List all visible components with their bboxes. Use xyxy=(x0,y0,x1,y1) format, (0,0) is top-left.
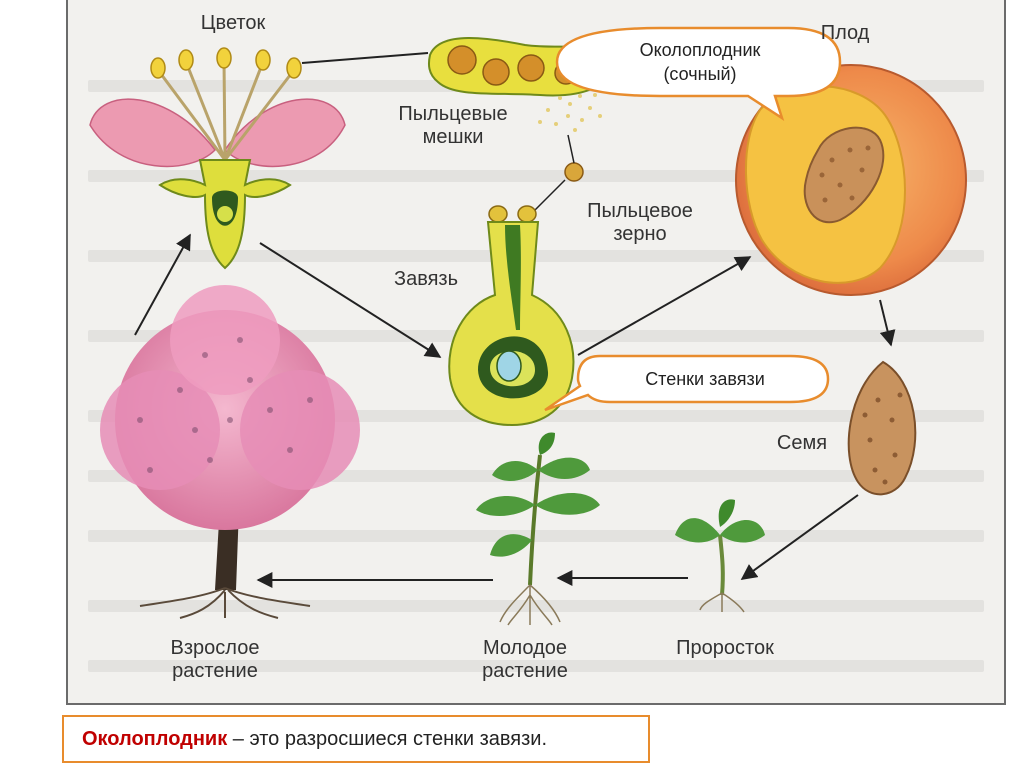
ovary-illustration xyxy=(448,205,575,427)
label-ovary: Завязь xyxy=(393,268,459,290)
callout-ovary-walls-text: Стенки завязи xyxy=(645,369,765,389)
pollen-grain-dot xyxy=(564,162,584,182)
arrow-ovary-to-fruit xyxy=(577,256,752,356)
label-adult-plant: Взрослое растение xyxy=(170,637,260,682)
label-fruit: Плод xyxy=(820,22,870,44)
cycle-arrows xyxy=(134,233,896,588)
seed-illustration xyxy=(847,360,917,496)
arrow-seed-to-sprout xyxy=(740,494,859,580)
arrow-fruit-to-seed xyxy=(879,299,896,347)
label-pollen-grain: Пыльцевое зерно xyxy=(587,200,693,245)
flower-to-sacs-line xyxy=(301,52,429,64)
label-flower: Цветок xyxy=(200,12,266,34)
sprout-illustration xyxy=(675,499,765,613)
label-young-plant: Молодое растение xyxy=(482,637,568,682)
callout-ovary-walls xyxy=(544,354,830,412)
label-seed: Семя xyxy=(776,432,828,454)
arrow-flower-to-ovary xyxy=(259,242,442,358)
arrow-adult-to-flower xyxy=(134,233,191,336)
adult-plant-illustration xyxy=(100,285,360,619)
label-sprout: Проросток xyxy=(676,637,774,659)
note-term: Околоплодник xyxy=(82,728,228,750)
fruit-illustration xyxy=(735,64,967,296)
callout-pericarp-text: Околоплодник (сочный) xyxy=(639,40,761,84)
definition-note: Околоплодник – это разросшиеся стенки за… xyxy=(62,715,650,763)
flower-illustration xyxy=(89,47,346,270)
callout-pericarp xyxy=(555,26,842,121)
young-plant-illustration xyxy=(476,432,600,626)
label-pollen-sacs: Пыльцевые мешки xyxy=(398,103,508,148)
note-text: – это разросшиеся стенки завязи. xyxy=(227,728,548,750)
